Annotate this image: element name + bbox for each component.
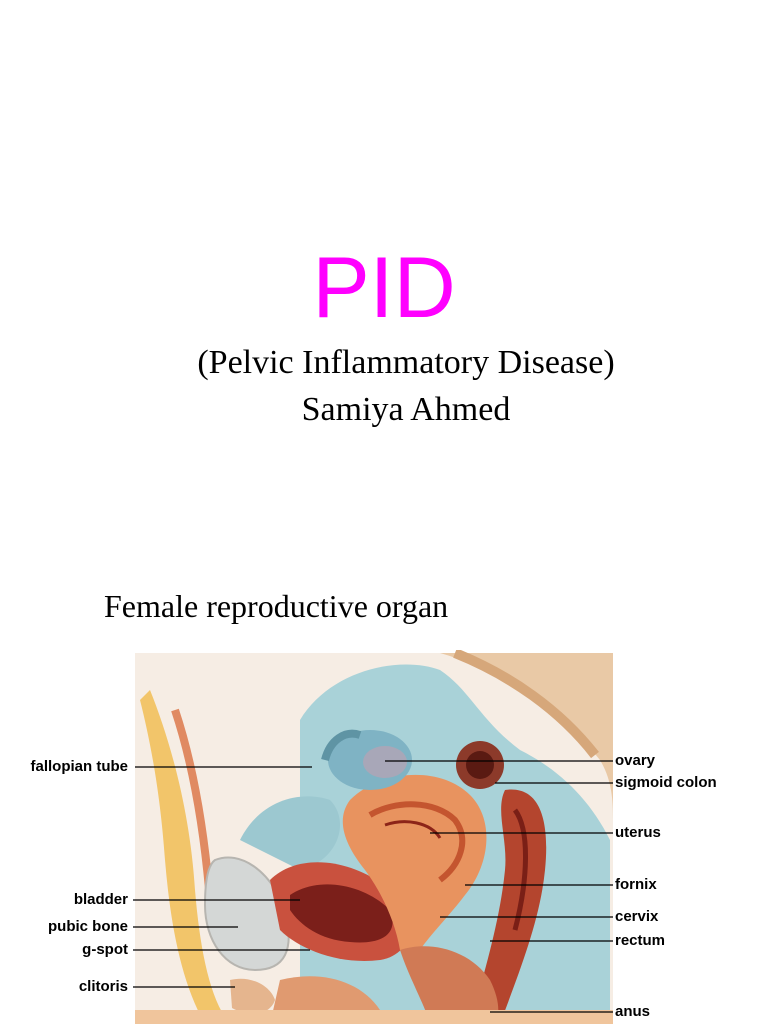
slide-title: PID [312, 240, 456, 336]
diagram-caption: Female reproductive organ [104, 588, 449, 624]
leader-lines [133, 760, 613, 1013]
label-ovary: ovary [615, 752, 656, 769]
pubic-bone-shape [203, 856, 290, 972]
label-anus: anus [615, 1003, 651, 1020]
anatomy-diagram: fallopian tube bladder pubic bone g-spot… [0, 648, 768, 1024]
slide-subtitle: (Pelvic Inflammatory Disease) [197, 344, 615, 381]
label-bladder: bladder [73, 891, 128, 908]
label-clitoris: clitoris [78, 978, 128, 995]
author-name: Samiya Ahmed [301, 391, 511, 428]
sacrum-shape [440, 653, 613, 820]
label-g-spot: g-spot [82, 941, 128, 958]
label-cervix: cervix [615, 908, 659, 925]
label-pubic-bone: pubic bone [48, 918, 128, 935]
pelvis-illustration [133, 648, 613, 1024]
abdominal-wall [140, 690, 230, 1024]
label-fornix: fornix [615, 876, 657, 893]
label-uterus: uterus [615, 824, 661, 841]
label-fallopian-tube: fallopian tube [30, 758, 129, 775]
label-rectum: rectum [615, 932, 666, 949]
label-sigmoid-colon: sigmoid colon [615, 774, 717, 791]
